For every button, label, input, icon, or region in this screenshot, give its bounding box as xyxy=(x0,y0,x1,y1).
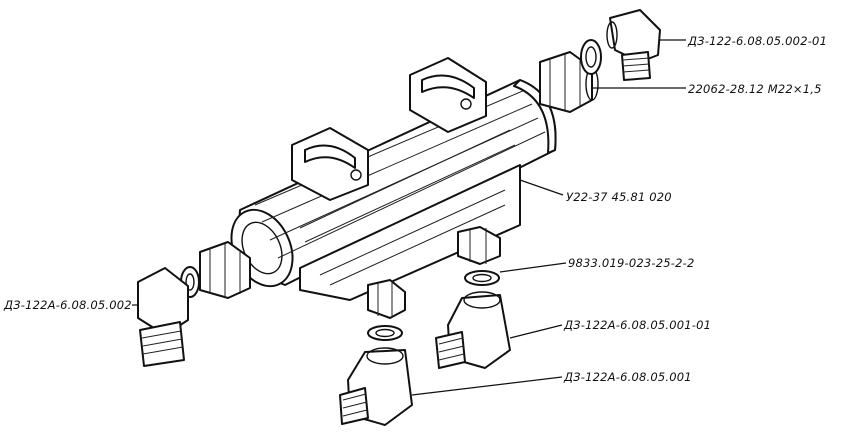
elbow-left xyxy=(137,267,189,367)
washer-top xyxy=(580,39,602,75)
elbow-top xyxy=(606,9,661,81)
elbow-bottom xyxy=(339,347,413,426)
hex-nut-left xyxy=(199,241,251,299)
label-washer: 9833.019-023-25-2-2 xyxy=(568,256,695,270)
leader-lines xyxy=(132,39,686,396)
label-elbow-bottom: ДЗ-122А-6.08.05.001 xyxy=(564,370,692,384)
mounting-lug-right xyxy=(409,57,487,133)
label-nut-thread: 22062-28.12 М22×1,5 xyxy=(688,82,822,96)
leader-elbow-bottom xyxy=(411,376,563,396)
leader-elbow-mid xyxy=(509,324,563,339)
label-body: У22-37 45.81 020 xyxy=(566,190,672,204)
hex-nut-bottom-right xyxy=(457,226,501,265)
label-elbow-mid: ДЗ-122А-6.08.05.001-01 xyxy=(564,318,712,332)
leader-body xyxy=(519,179,564,196)
label-elbow-left: ДЗ-122А-6.08.05.002 xyxy=(4,298,132,312)
elbow-mid xyxy=(435,291,511,369)
hex-nut-bottom-left xyxy=(367,279,406,319)
leader-washer xyxy=(499,262,567,273)
base-block xyxy=(299,164,521,301)
hex-nut-right xyxy=(539,51,599,113)
washer-bottom-left xyxy=(367,325,403,341)
mounting-lug-left xyxy=(291,127,369,201)
label-elbow-top: ДЗ-122-6.08.05.002-01 xyxy=(688,34,828,48)
washer-bottom-right xyxy=(464,270,500,286)
